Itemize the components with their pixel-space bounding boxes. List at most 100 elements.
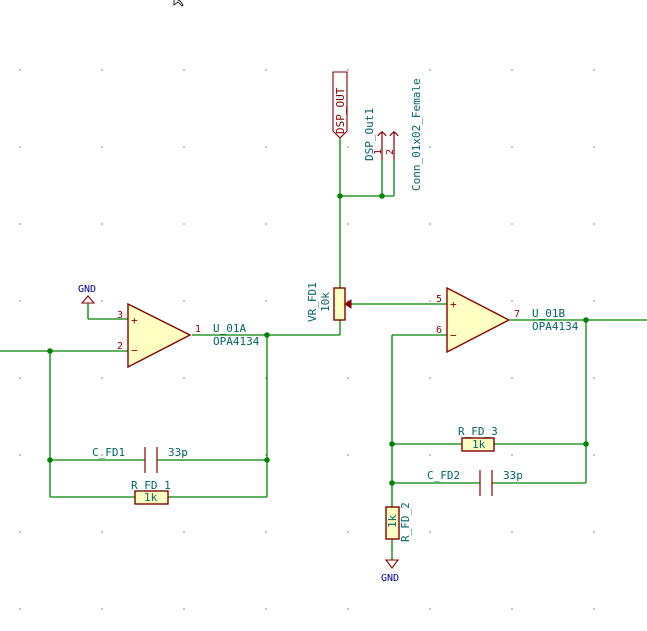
grid-dot bbox=[101, 531, 103, 533]
junction-dot bbox=[47, 457, 53, 463]
grid-dot bbox=[593, 146, 595, 148]
cap2-ref: C_FD2 bbox=[427, 469, 460, 482]
junction-dot bbox=[389, 441, 395, 447]
resistor-r-fd-3[interactable]: R_FD_3 1k bbox=[458, 425, 498, 452]
connector-pin1: 1 bbox=[373, 149, 384, 155]
potentiometer-vr-fd1[interactable]: VR_FD1 10k bbox=[306, 282, 352, 322]
cap1-ref: C_FD1 bbox=[92, 446, 125, 459]
grid-dot bbox=[19, 223, 21, 225]
grid-dot bbox=[265, 223, 267, 225]
opamp2-pin-minus: 6 bbox=[436, 325, 442, 336]
connector-ref: DSP_Out1 bbox=[363, 108, 376, 161]
junction-dot bbox=[264, 332, 270, 338]
pot-value: 10k bbox=[319, 292, 332, 312]
grid-dot bbox=[347, 146, 349, 148]
grid-dot bbox=[265, 69, 267, 71]
junction-dot bbox=[337, 193, 343, 199]
grid-dot bbox=[429, 146, 431, 148]
dsp-out-label[interactable]: DSP_OUT bbox=[332, 71, 348, 139]
grid-dot bbox=[183, 377, 185, 379]
opamp2-pin-out: 7 bbox=[514, 309, 520, 320]
opamp1-value: OPA4134 bbox=[213, 335, 260, 348]
grid-dot bbox=[265, 531, 267, 533]
grid-dot bbox=[593, 223, 595, 225]
grid-dot bbox=[593, 531, 595, 533]
resistor-r-fd-2[interactable]: 1k R_FD_2 bbox=[385, 502, 412, 542]
grid-dot bbox=[347, 531, 349, 533]
grid-dot bbox=[429, 300, 431, 302]
grid-dot bbox=[183, 223, 185, 225]
junctions bbox=[47, 193, 589, 486]
junction-dot bbox=[379, 193, 385, 199]
capacitor-c-fd2[interactable]: C_FD2 33p bbox=[427, 469, 523, 496]
grid-dot bbox=[19, 454, 21, 456]
opamp2-pin-plus: 5 bbox=[436, 294, 442, 305]
opamp-u01b[interactable]: + − 5 6 7 U_01B OPA4134 bbox=[436, 286, 579, 354]
ground-symbol-2[interactable]: GND bbox=[381, 559, 400, 584]
grid-dot bbox=[429, 608, 431, 610]
resistor-r-fd-1[interactable]: R_FD_1 1k bbox=[131, 479, 171, 505]
grid-dot bbox=[265, 300, 267, 302]
res3-ref: R_FD_3 bbox=[458, 425, 498, 438]
gnd1-label: GND bbox=[78, 284, 96, 295]
opamp2-plus-sign: + bbox=[450, 298, 457, 311]
grid-dot bbox=[101, 454, 103, 456]
connector-dsp-out1[interactable]: 1 2 DSP_Out1 Conn_01x02_Female bbox=[363, 78, 423, 191]
connector-value: Conn_01x02_Female bbox=[410, 78, 423, 191]
opamp-u01a[interactable]: + − 3 2 1 U_01A OPA4134 bbox=[117, 302, 260, 369]
grid-dot bbox=[101, 69, 103, 71]
junction-dot bbox=[389, 480, 395, 486]
grid-dot bbox=[511, 223, 513, 225]
opamp1-pin-minus: 2 bbox=[117, 341, 123, 352]
ground-symbol-1[interactable]: GND bbox=[78, 284, 96, 304]
grid-dot bbox=[101, 146, 103, 148]
grid-dot bbox=[183, 608, 185, 610]
grid-dot bbox=[511, 454, 513, 456]
grid-dots bbox=[19, 69, 595, 610]
junction-dot bbox=[583, 441, 589, 447]
capacitor-c-fd1[interactable]: C_FD1 33p bbox=[92, 446, 188, 473]
grid-dot bbox=[19, 146, 21, 148]
grid-dot bbox=[347, 377, 349, 379]
wiper-arrow-icon bbox=[344, 299, 352, 309]
grid-dot bbox=[593, 377, 595, 379]
grid-dot bbox=[19, 377, 21, 379]
grid-dot bbox=[101, 300, 103, 302]
mouse-cursor-icon bbox=[173, 0, 184, 7]
grid-dot bbox=[101, 608, 103, 610]
opamp1-ref: U_01A bbox=[213, 322, 246, 335]
opamp1-pin-out: 1 bbox=[195, 324, 201, 335]
grid-dot bbox=[101, 223, 103, 225]
grid-dot bbox=[511, 377, 513, 379]
grid-dot bbox=[19, 608, 21, 610]
opamp2-ref: U_01B bbox=[532, 307, 565, 320]
junction-dot bbox=[47, 348, 53, 354]
res1-ref: R_FD_1 bbox=[131, 479, 171, 492]
res1-value: 1k bbox=[144, 491, 158, 504]
grid-dot bbox=[511, 146, 513, 148]
grid-dot bbox=[347, 223, 349, 225]
grid-dot bbox=[183, 69, 185, 71]
junction-dot bbox=[264, 457, 270, 463]
grid-dot bbox=[183, 454, 185, 456]
grid-dot bbox=[101, 377, 103, 379]
grid-dot bbox=[593, 69, 595, 71]
grid-dot bbox=[347, 608, 349, 610]
grid-dot bbox=[265, 146, 267, 148]
cap2-value: 33p bbox=[503, 469, 523, 482]
grid-dot bbox=[265, 608, 267, 610]
pot-ref: VR_FD1 bbox=[306, 282, 319, 322]
gnd2-label: GND bbox=[381, 573, 399, 584]
res3-value: 1k bbox=[472, 438, 486, 451]
dsp-out-text: DSP_OUT bbox=[334, 87, 347, 134]
grid-dot bbox=[511, 531, 513, 533]
grid-dot bbox=[429, 377, 431, 379]
grid-dot bbox=[347, 454, 349, 456]
grid-dot bbox=[511, 300, 513, 302]
opamp2-minus-sign: − bbox=[450, 329, 457, 342]
cap1-value: 33p bbox=[168, 446, 188, 459]
connector-pin2: 2 bbox=[385, 149, 396, 155]
grid-dot bbox=[511, 69, 513, 71]
opamp1-pin-plus: 3 bbox=[117, 310, 123, 321]
